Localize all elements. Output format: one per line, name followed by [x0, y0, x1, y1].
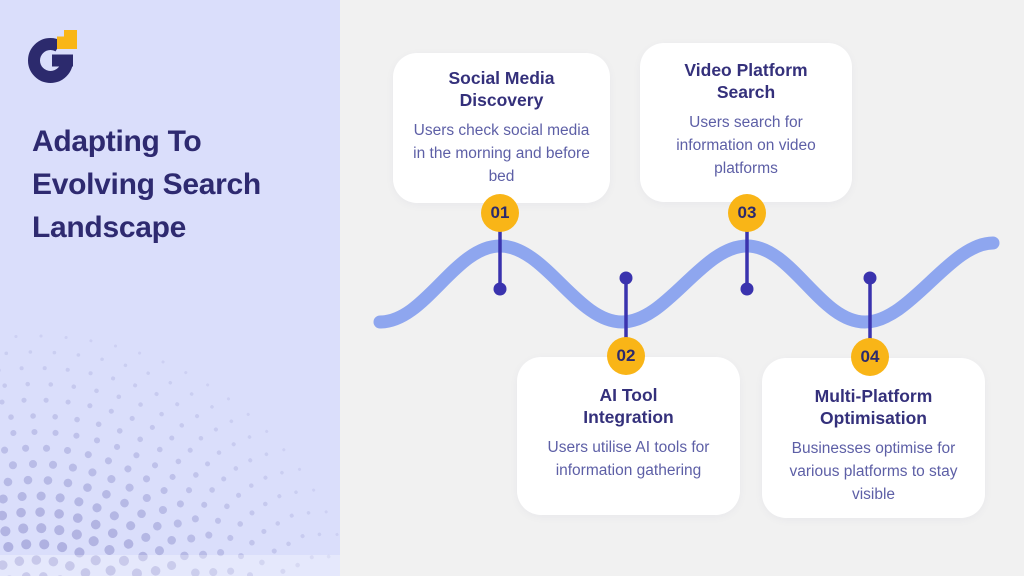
slide-title: Adapting To Evolving Search Landscape: [32, 120, 324, 249]
journey-wave-line: [373, 236, 1000, 329]
step-badge-02: 02: [607, 337, 645, 375]
card-description: Users check social media in the morning …: [413, 122, 590, 185]
timeline-card-social-media-discovery: Social Media Discovery Users check socia…: [393, 53, 610, 203]
brand-logo-g-icon: [28, 30, 77, 83]
card-description: Users utilise AI tools for information g…: [547, 439, 710, 479]
card-title: Multi-Platform Optimisation: [814, 386, 933, 428]
card-title: Social Media Discovery: [448, 68, 555, 110]
logo-g-crossbar: [52, 54, 73, 67]
timeline-card-ai-tool-integration: AI Tool Integration Users utilise AI too…: [517, 357, 740, 515]
timeline-card-video-platform-search: Video Platform Search Users search for i…: [640, 43, 852, 202]
step-badge-03: 03: [728, 194, 766, 232]
step-badge-01: 01: [481, 194, 519, 232]
step-badge-04: 04: [851, 338, 889, 376]
card-title: AI Tool Integration: [583, 385, 674, 427]
slide-title-line: Landscape: [32, 211, 187, 244]
connector-dot-01: [493, 282, 507, 296]
connector-dot-02: [619, 271, 633, 285]
sidebar-bottom-band: [0, 555, 340, 576]
card-description: Businesses optimise for various platform…: [789, 440, 958, 503]
slide-title-line: Adapting To: [32, 125, 202, 158]
connector-dot-04: [863, 271, 877, 285]
slide-title-line: Evolving Search: [32, 168, 261, 201]
sidebar: Adapting To Evolving Search Landscape: [0, 0, 340, 576]
halftone-dots-pattern: [0, 334, 340, 576]
connector-dot-03: [740, 282, 754, 296]
timeline-card-multi-platform-optimisation: Multi-Platform Optimisation Businesses o…: [762, 358, 985, 518]
card-title: Video Platform Search: [684, 60, 808, 102]
logo-yellow-corner: [57, 30, 77, 49]
card-description: Users search for information on video pl…: [676, 114, 816, 177]
